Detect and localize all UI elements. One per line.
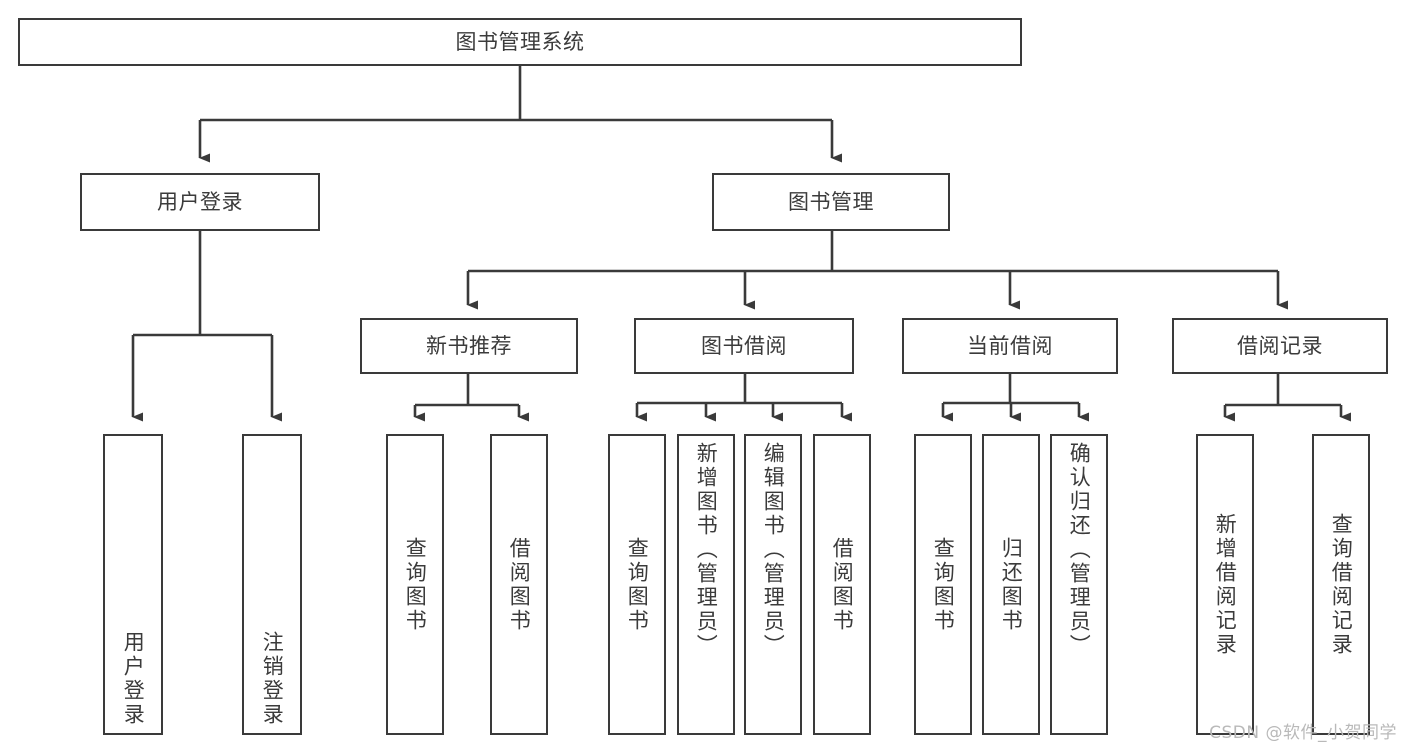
node-label: 图书管理系统	[455, 29, 585, 54]
node-label: 借阅记录	[1237, 333, 1323, 358]
node-label: 查询图书	[403, 536, 428, 633]
node-borrow-records[interactable]: 借阅记录	[1172, 318, 1388, 374]
node-new-book-recommend[interactable]: 新书推荐	[360, 318, 578, 374]
node-current-borrow[interactable]: 当前借阅	[902, 318, 1118, 374]
node-label: 用户登录	[157, 189, 243, 214]
leaf-borrow-add-book-admin[interactable]: 新增图书（管理员）	[677, 434, 735, 735]
node-label: 用户登录	[121, 631, 146, 727]
node-label: 借阅图书	[507, 536, 532, 633]
node-label: 编辑图书（管理员）	[761, 442, 786, 658]
node-label: 查询借阅记录	[1329, 512, 1354, 657]
leaf-user-login-logout[interactable]: 注销登录	[242, 434, 302, 735]
leaf-current-return-book[interactable]: 归还图书	[982, 434, 1040, 735]
node-label: 新增图书（管理员）	[694, 442, 719, 658]
leaf-new-book-query-book[interactable]: 查询图书	[386, 434, 444, 735]
leaf-user-login-login[interactable]: 用户登录	[103, 434, 163, 735]
leaf-current-confirm-return-admin[interactable]: 确认归还（管理员）	[1050, 434, 1108, 735]
node-label: 查询图书	[625, 536, 650, 633]
node-label: 图书管理	[788, 189, 874, 214]
node-book-management[interactable]: 图书管理	[712, 173, 950, 231]
node-label: 新书推荐	[426, 333, 512, 358]
node-user-login[interactable]: 用户登录	[80, 173, 320, 231]
leaf-borrow-edit-book-admin[interactable]: 编辑图书（管理员）	[744, 434, 802, 735]
node-book-borrow[interactable]: 图书借阅	[634, 318, 854, 374]
leaf-records-query-record[interactable]: 查询借阅记录	[1312, 434, 1370, 735]
node-label: 新增借阅记录	[1213, 512, 1238, 657]
node-label: 图书借阅	[701, 333, 787, 358]
leaf-borrow-query-book[interactable]: 查询图书	[608, 434, 666, 735]
csdn-watermark: CSDN @软件_小贺同学	[1209, 723, 1397, 743]
node-label: 当前借阅	[967, 333, 1053, 358]
leaf-current-query-book[interactable]: 查询图书	[914, 434, 972, 735]
node-label: 注销登录	[260, 631, 285, 727]
node-label: 查询图书	[931, 536, 956, 633]
node-label: 归还图书	[999, 536, 1024, 633]
node-label: 借阅图书	[830, 536, 855, 633]
leaf-new-book-borrow-book[interactable]: 借阅图书	[490, 434, 548, 735]
leaf-records-add-record[interactable]: 新增借阅记录	[1196, 434, 1254, 735]
leaf-borrow-borrow-book[interactable]: 借阅图书	[813, 434, 871, 735]
node-label: 确认归还（管理员）	[1067, 442, 1092, 658]
node-root-book-management-system[interactable]: 图书管理系统	[18, 18, 1022, 66]
